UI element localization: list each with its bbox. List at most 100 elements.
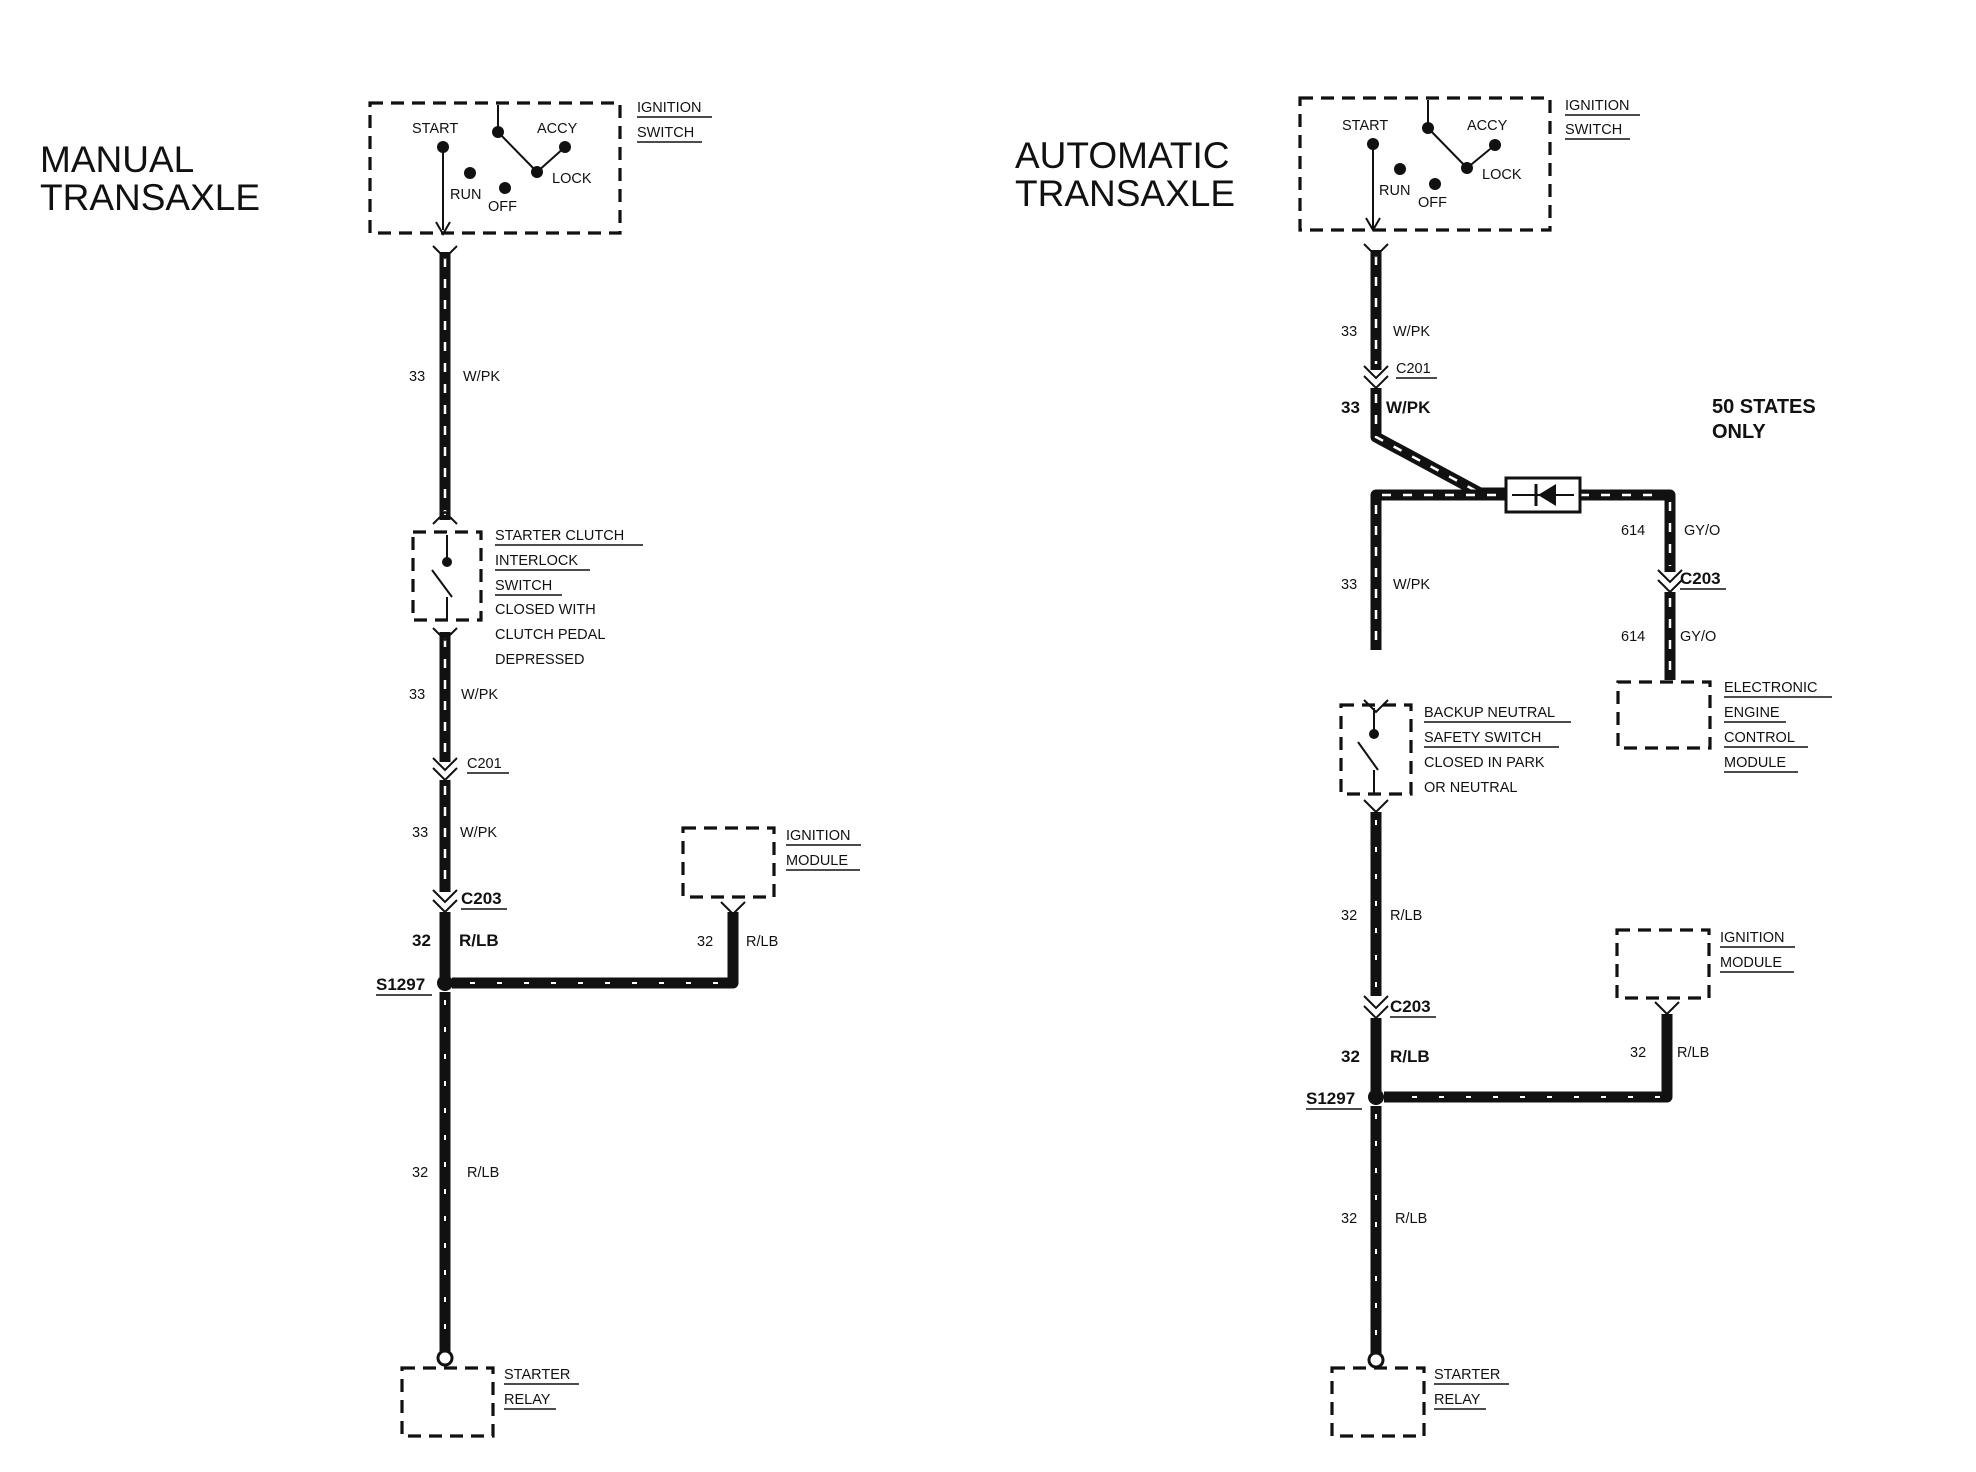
manual-ignition-module-label1: IGNITION <box>786 828 850 844</box>
automatic-ignition-module-box <box>1615 928 1711 1000</box>
manual-interlock-label6: DEPRESSED <box>495 652 584 668</box>
automatic-wire-33-b-stripe <box>1374 394 1481 495</box>
automatic-wire-32-e-color: R/LB <box>1390 1047 1430 1066</box>
manual-switch-lever <box>497 131 538 173</box>
automatic-wire-32-module <box>1384 1014 1673 1103</box>
manual-switch-run-contact <box>464 167 476 179</box>
manual-interlock-label3: SWITCH <box>495 578 552 594</box>
automatic-note-line1: 50 STATES <box>1712 396 1816 418</box>
automatic-wire-module-color: R/LB <box>1677 1045 1709 1061</box>
automatic-wire-32-f-color: R/LB <box>1395 1211 1427 1227</box>
automatic-wire-32-f-circuit: 32 <box>1341 1211 1357 1227</box>
manual-wire-32-d-color: R/LB <box>459 931 499 950</box>
automatic-splice-dot <box>1368 1089 1384 1105</box>
automatic-wire-32-d-circuit: 32 <box>1341 908 1357 924</box>
automatic-wire-32-d-color: R/LB <box>1390 908 1422 924</box>
manual-ignition-switch-label1: IGNITION <box>637 100 701 116</box>
automatic-wire-module-circuit: 32 <box>1630 1045 1646 1061</box>
automatic-switch-start: START <box>1342 118 1388 134</box>
automatic-wire-33-c-circuit: 33 <box>1341 577 1357 593</box>
automatic-ignition-module-label2: MODULE <box>1720 955 1782 971</box>
manual-wire-33-b-connector-top <box>432 627 458 642</box>
automatic-neutral-label1: BACKUP NEUTRAL <box>1424 705 1555 721</box>
manual-ignition-switch-label2: SWITCH <box>637 125 694 141</box>
automatic-wire-33-a-color: W/PK <box>1393 324 1430 340</box>
automatic-wire-33-b-circuit: 33 <box>1341 398 1360 417</box>
manual-title-line1: MANUAL <box>40 139 194 180</box>
automatic-module-connector <box>1654 1001 1680 1016</box>
automatic-switch-off-contact <box>1429 178 1441 190</box>
manual-starter-relay-label2: RELAY <box>504 1392 551 1408</box>
automatic-neutral-label2: SAFETY SWITCH <box>1424 730 1541 746</box>
manual-switch-off: OFF <box>488 199 517 215</box>
automatic-switch-arrow <box>1365 217 1381 232</box>
automatic-switch-accy: ACCY <box>1467 118 1508 134</box>
automatic-relay-terminal <box>1367 1351 1385 1369</box>
manual-switch-lever2 <box>536 146 566 173</box>
manual-interlock-label1: STARTER CLUTCH <box>495 528 624 544</box>
automatic-wire-614-color: GY/O <box>1684 523 1720 539</box>
manual-splice-dot <box>437 975 453 991</box>
automatic-neutral-switch-box <box>1339 703 1413 796</box>
manual-wire-33-b-circuit: 33 <box>409 687 425 703</box>
manual-wire-33-a-connector-top <box>432 245 458 260</box>
manual-ignition-module-label2: MODULE <box>786 853 848 869</box>
automatic-wire-32-e-circuit: 32 <box>1341 1047 1360 1066</box>
manual-wire-32-e-color: R/LB <box>467 1165 499 1181</box>
manual-wire-33-c-color: W/PK <box>460 825 497 841</box>
manual-interlock-switch: STARTER CLUTCH INTERLOCK SWITCH CLOSED W… <box>411 528 643 668</box>
manual-starter-relay: STARTER RELAY <box>400 1366 579 1438</box>
automatic-switch-lever2 <box>1466 144 1496 169</box>
automatic-starter-relay-box <box>1330 1366 1426 1438</box>
automatic-neutral-label3: CLOSED IN PARK <box>1424 755 1545 771</box>
manual-ignition-switch-box <box>368 101 622 235</box>
automatic-title-line1: AUTOMATIC <box>1015 135 1229 176</box>
manual-splice-label: S1297 <box>376 975 425 994</box>
automatic-starter-relay-label1: STARTER <box>1434 1367 1500 1383</box>
manual-wire-33-a-circuit: 33 <box>409 369 425 385</box>
manual-interlock-label4: CLOSED WITH <box>495 602 596 618</box>
manual-wire-33-c-circuit: 33 <box>412 825 428 841</box>
automatic-wire-33-b-color: W/PK <box>1386 398 1431 417</box>
manual-switch-run: RUN <box>450 187 481 203</box>
automatic-eec-module-box <box>1616 680 1712 750</box>
automatic-splice-label: S1297 <box>1306 1089 1355 1108</box>
automatic-wire-bus <box>1370 489 1676 650</box>
manual-starter-relay-label1: STARTER <box>504 1367 570 1383</box>
manual-wire-33-b-color: W/PK <box>461 687 498 703</box>
manual-wire-module-circuit: 32 <box>697 934 713 950</box>
manual-c201-upper-chevron <box>432 757 458 772</box>
automatic-starter-relay-label2: RELAY <box>1434 1392 1481 1408</box>
automatic-wire-33-a-circuit: 33 <box>1341 324 1357 340</box>
manual-ignition-switch: START ACCY RUN OFF LOCK IGNITION SWITCH <box>368 100 712 236</box>
automatic-note-line2: ONLY <box>1712 421 1766 443</box>
automatic-neutral-label4: OR NEUTRAL <box>1424 780 1517 796</box>
automatic-eec-label4: MODULE <box>1724 755 1786 771</box>
automatic-transaxle-section: AUTOMATIC TRANSAXLE START ACCY RUN OFF L… <box>1015 96 1832 1438</box>
manual-relay-terminal <box>436 1349 454 1367</box>
automatic-eec-label1: ELECTRONIC <box>1724 680 1817 696</box>
automatic-neutral-switch: BACKUP NEUTRAL SAFETY SWITCH CLOSED IN P… <box>1339 703 1571 796</box>
automatic-wire-32-d-connector <box>1363 799 1389 814</box>
manual-switch-lock: LOCK <box>552 171 592 187</box>
manual-switch-off-contact <box>499 182 511 194</box>
manual-c201-label: C201 <box>467 756 502 772</box>
automatic-switch-off: OFF <box>1418 195 1447 211</box>
manual-starter-relay-box <box>400 1366 495 1438</box>
automatic-ignition-switch: START ACCY RUN OFF LOCK IGNITION SWITCH <box>1298 96 1640 232</box>
manual-interlock-label2: INTERLOCK <box>495 553 578 569</box>
automatic-diode-triangle <box>1538 484 1556 506</box>
automatic-title-line2: TRANSAXLE <box>1015 173 1235 214</box>
automatic-c203-eec-label: C203 <box>1680 569 1721 588</box>
automatic-eec-label2: ENGINE <box>1724 705 1780 721</box>
automatic-switch-lock: LOCK <box>1482 167 1522 183</box>
automatic-c203-label: C203 <box>1390 997 1431 1016</box>
manual-transaxle-section: MANUAL TRANSAXLE START ACCY RUN OFF LOCK… <box>40 100 861 1438</box>
manual-c203-upper-chevron <box>432 889 458 904</box>
automatic-diode <box>1504 476 1582 514</box>
automatic-wire-33-c-color: W/PK <box>1393 577 1430 593</box>
automatic-ignition-module-label1: IGNITION <box>1720 930 1784 946</box>
automatic-c201-label: C201 <box>1396 361 1431 377</box>
automatic-ignition-switch-label1: IGNITION <box>1565 98 1629 114</box>
